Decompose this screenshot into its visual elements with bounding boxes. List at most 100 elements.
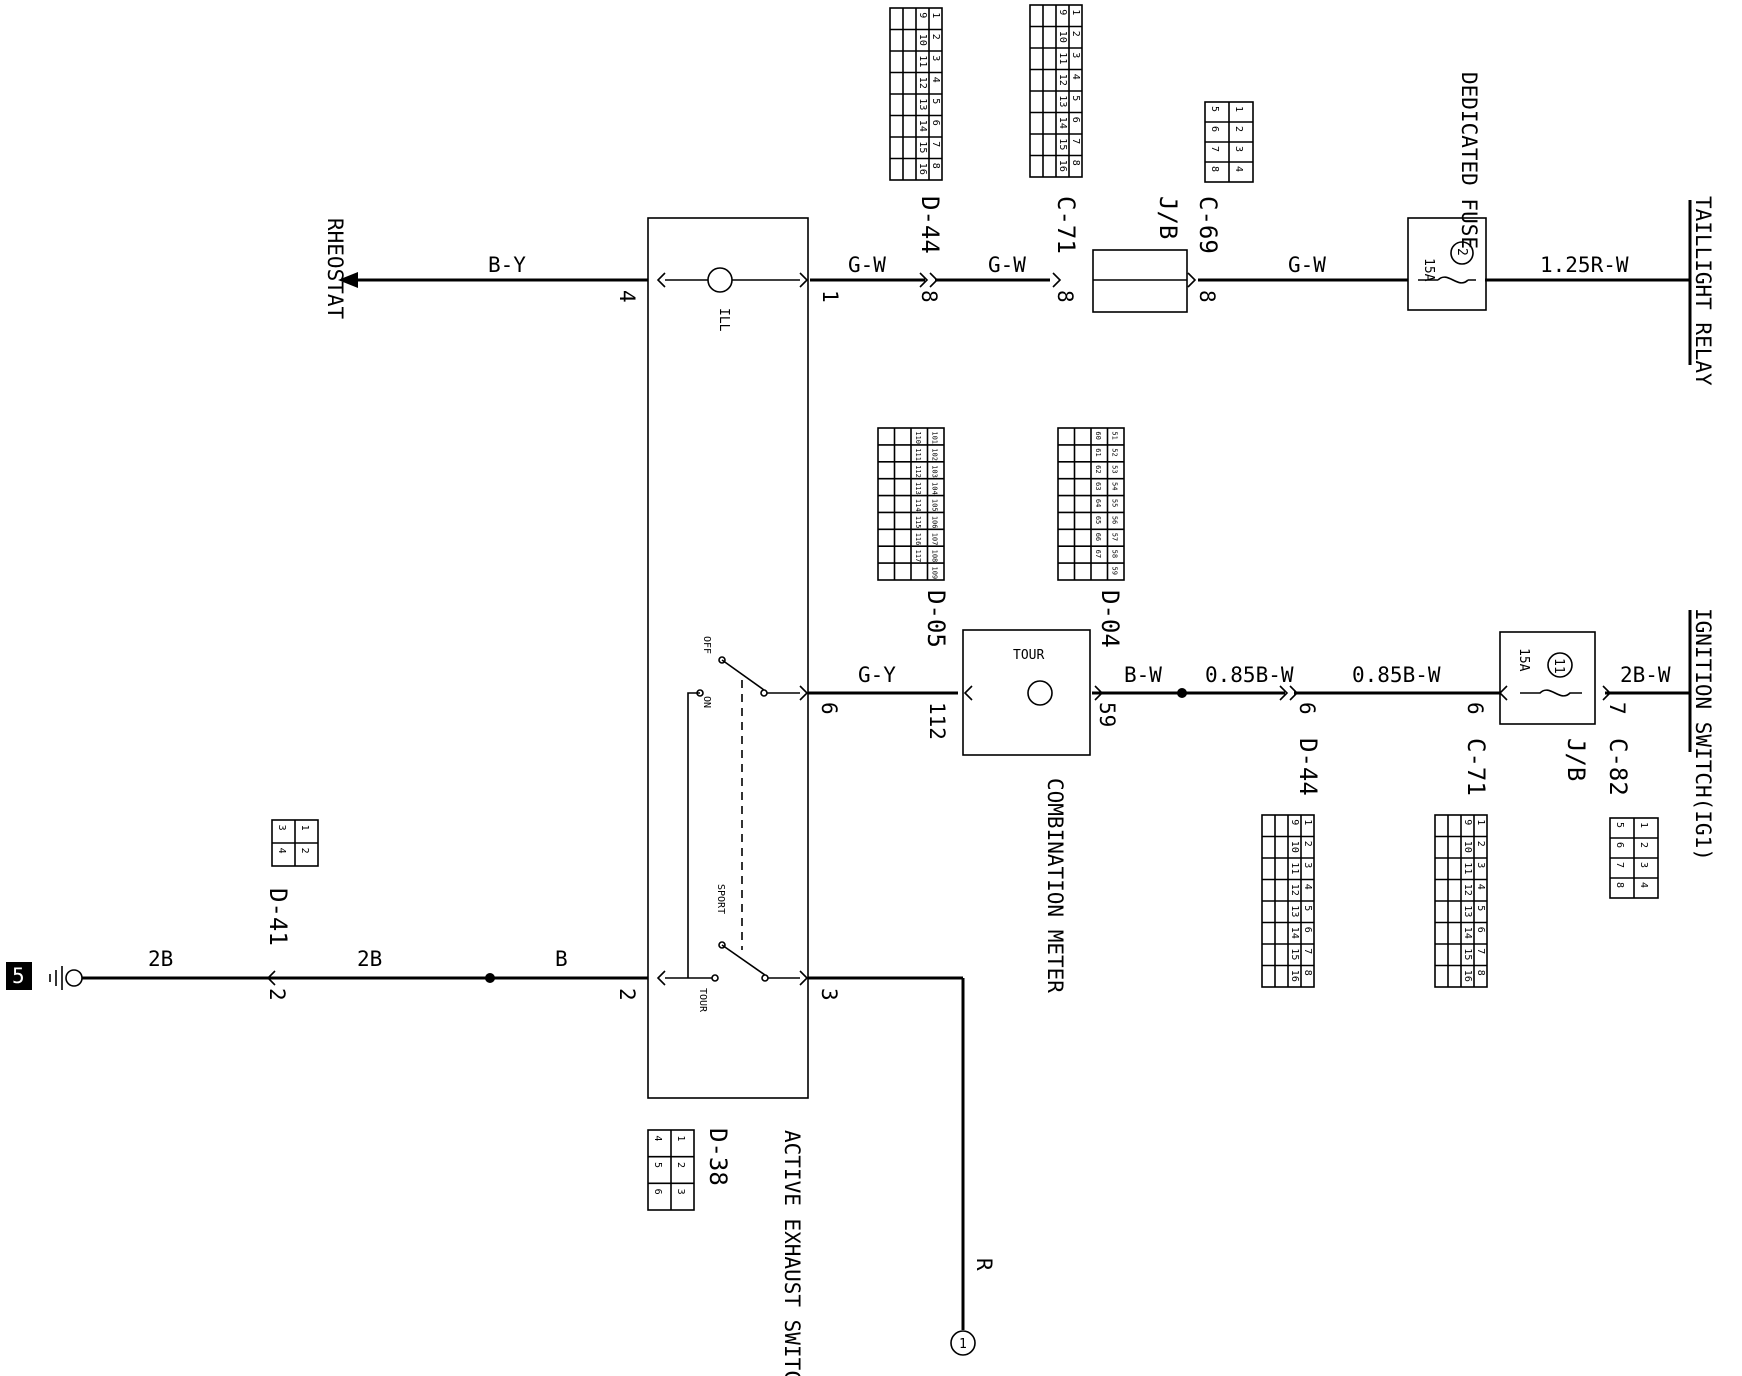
connector-pin-number: 9 <box>1289 819 1300 825</box>
connector-pin-number: 4 <box>1302 884 1313 890</box>
connector-face-d05: 1011021031041051061071081091101111121131… <box>877 427 945 581</box>
connector-pin-number: 7 <box>1475 948 1486 954</box>
junction-block-top <box>1092 249 1188 313</box>
connector-c71-top: C-71 <box>1052 196 1080 254</box>
connector-d38: D-38 <box>704 1128 732 1186</box>
connector-pin-number: 61 <box>1094 448 1102 456</box>
connector-marks-top <box>656 272 1197 288</box>
pin-c69-top: 8 <box>1195 290 1219 303</box>
connector-pin-number: 9 <box>917 12 928 18</box>
taillight-relay-label: TAILLIGHT RELAY <box>1691 196 1715 386</box>
connector-pin-number: 6 <box>1614 842 1625 848</box>
connector-pin-number: 51 <box>1110 431 1118 439</box>
fuse-icon <box>1520 689 1582 697</box>
dedicated-fuse-label: DEDICATED FUSE <box>1457 72 1481 249</box>
meter-mode-label: TOUR <box>1013 648 1044 663</box>
connector-pin-number: 9 <box>1057 9 1068 15</box>
connector-pin-number: 5 <box>1302 905 1313 911</box>
wire-label-c69-fuse: G-W <box>1288 253 1326 277</box>
connector-pin-number: 2 <box>1070 31 1081 37</box>
connector-pin-number: 8 <box>930 163 941 169</box>
connector-c82: C-82 <box>1604 738 1632 796</box>
pin-c82: 7 <box>1605 702 1629 715</box>
connector-pin-number: 1 <box>1302 819 1313 825</box>
connector-pin-number: 3 <box>1475 862 1486 868</box>
switch-on-label: ON <box>701 696 712 708</box>
connector-pin-number: 55 <box>1110 499 1118 507</box>
connector-pin-number: 1 <box>1475 819 1486 825</box>
connector-pin-number: 8 <box>1302 970 1313 976</box>
connector-pin-number: 109 <box>930 566 938 579</box>
connector-pin-number: 14 <box>917 120 928 132</box>
connector-marks-middle <box>799 685 1612 701</box>
connector-pin-number: 13 <box>1462 905 1473 917</box>
pin-meter-out: 59 <box>1095 702 1119 727</box>
connector-pin-number: 2 <box>675 1162 686 1168</box>
connector-pin-number: 111 <box>914 448 922 461</box>
connector-pin-number: 7 <box>930 141 941 147</box>
connector-pin-number: 2 <box>930 34 941 40</box>
pin-c71-bot: 6 <box>1463 702 1487 715</box>
connector-pin-number: 3 <box>1638 862 1649 868</box>
connector-pin-number: 1 <box>299 825 310 831</box>
connector-pin-number: 14 <box>1057 117 1068 129</box>
connector-pin-number: 2 <box>1638 842 1649 848</box>
ground-ref: 5 <box>12 964 25 988</box>
connector-pin-number: 10 <box>1289 841 1300 853</box>
connector-pin-number: 59 <box>1110 566 1118 574</box>
connector-pin-number: 14 <box>1462 927 1473 939</box>
pin-sw3: 3 <box>817 988 841 1001</box>
connector-pin-number: 13 <box>1289 905 1300 917</box>
ground-ref-box <box>6 962 32 990</box>
wire-label-meter-out: B-W <box>1124 663 1162 687</box>
wire-label-sw-meter: G-Y <box>858 663 896 687</box>
connector-pin-number: 16 <box>1057 160 1068 172</box>
connector-pin-number: 64 <box>1094 499 1102 507</box>
splice-dot <box>1177 688 1187 698</box>
connector-pin-number: 4 <box>1233 166 1244 172</box>
connector-pin-number: 16 <box>917 163 928 175</box>
pin-sw6: 6 <box>817 702 841 715</box>
connector-pin-number: 8 <box>1070 160 1081 166</box>
fuse-bottom-number: 11 <box>1551 658 1566 674</box>
connector-pin-number: 6 <box>1475 927 1486 933</box>
connector-pin-number: 105 <box>930 499 938 512</box>
continue-circle <box>950 1330 976 1356</box>
connector-pin-number: 12 <box>1057 74 1068 86</box>
connector-jb-top: J/B <box>1154 196 1182 239</box>
connector-pin-number: 4 <box>1070 74 1081 80</box>
ground-terminal <box>65 969 83 987</box>
connector-pin-number: 117 <box>914 550 922 563</box>
connector-pin-number: 112 <box>914 465 922 478</box>
connector-pin-number: 7 <box>1302 948 1313 954</box>
combination-meter-box <box>962 629 1091 756</box>
wire-label-d44-c71: G-W <box>988 253 1026 277</box>
connector-pin-number: 1 <box>1233 106 1244 112</box>
connector-pin-number: 114 <box>914 499 922 512</box>
splice-dot <box>485 973 495 983</box>
pin-sw4: 4 <box>615 290 639 303</box>
pin-d41: 2 <box>265 988 289 1001</box>
connector-pin-number: 1 <box>675 1135 686 1141</box>
active-exhaust-switch-label: ACTIVE EXHAUST SWITCH <box>780 1130 804 1376</box>
connector-pin-number: 3 <box>1302 862 1313 868</box>
pin-d44-top: 8 <box>917 290 941 303</box>
connector-pin-number: 10 <box>1462 841 1473 853</box>
connector-pin-number: 7 <box>1614 862 1625 868</box>
connector-pin-number: 10 <box>917 34 928 46</box>
connector-pin-number: 2 <box>1233 126 1244 132</box>
active-exhaust-switch-box <box>647 217 809 1099</box>
connector-pin-number: 6 <box>1302 927 1313 933</box>
combination-meter-label: COMBINATION METER <box>1043 778 1067 993</box>
connector-pin-number: 57 <box>1110 533 1118 541</box>
pin-c71-top: 8 <box>1053 290 1077 303</box>
ground-icon <box>49 966 63 990</box>
